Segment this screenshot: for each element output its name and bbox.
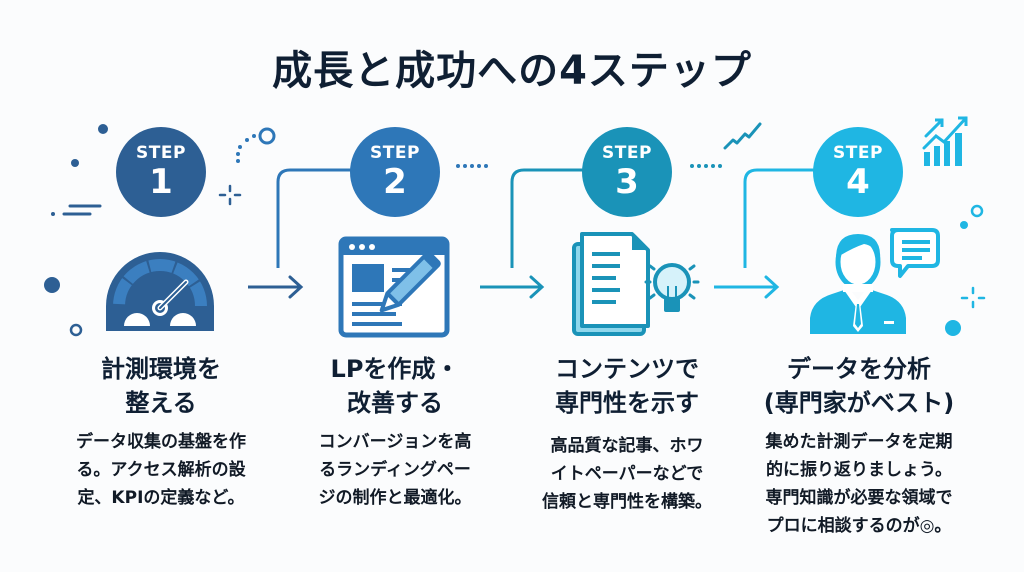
arrow-head-icon — [764, 275, 780, 299]
desc-line: 高品質な記事、ホワ — [550, 436, 704, 456]
step-badge-4: STEP 4 — [813, 127, 903, 217]
desc-line: 的に振り返りましょう。 — [766, 460, 952, 480]
decor-dot — [44, 277, 60, 293]
desc-line: 集めた計測データを定期 — [765, 432, 953, 452]
decor-dot — [960, 221, 968, 229]
document-lightbulb-icon — [572, 232, 700, 336]
desc-line: 専門知識が必要な領域で — [765, 488, 953, 508]
step-label: STEP — [833, 143, 883, 163]
arrow-head-icon — [529, 275, 545, 299]
step-number: 2 — [383, 162, 407, 202]
connector-line — [276, 168, 360, 268]
desc-line: イトペーパーなどで — [550, 464, 704, 484]
step-title-line: 専門性を示す — [555, 389, 699, 417]
step-title-line: LPを作成・ — [330, 355, 460, 383]
desc-line: ジの制作と最適化。 — [318, 488, 472, 508]
dotted-line — [456, 164, 488, 168]
step-description-1: データ収集の基盤を作 る。アクセス解析の設 定、KPIの定義など。 — [46, 428, 276, 512]
step-label: STEP — [136, 143, 186, 163]
step-title-2: LPを作成・ 改善する — [280, 352, 510, 420]
desc-line: るランディングペー — [319, 460, 471, 480]
step-title-line: 計測環境を — [101, 355, 221, 383]
desc-line: る。アクセス解析の設 — [76, 460, 246, 480]
desc-line: 信頼と専門性を構築。 — [542, 492, 712, 512]
step-title-line: 整える — [125, 389, 197, 417]
step-description-3: 高品質な記事、ホワ イトペーパーなどで 信頼と専門性を構築。 — [512, 432, 742, 516]
consultant-chat-icon — [810, 228, 940, 334]
connector-line — [510, 168, 592, 268]
step-title-1: 計測環境を 整える — [46, 352, 276, 420]
sparkle-icon — [218, 184, 242, 206]
step-label: STEP — [602, 143, 652, 163]
growth-chart-icon — [922, 116, 968, 166]
decor-ring — [970, 204, 984, 218]
desc-line: プロに相談するのが◎。 — [766, 516, 952, 536]
decor-dot — [51, 212, 55, 216]
arrow-head-icon — [288, 275, 304, 299]
connector-line — [743, 168, 822, 268]
decor-dot — [71, 159, 79, 167]
dotted-line — [690, 164, 722, 168]
step-title-4: データを分析 (専門家がベスト) — [744, 352, 974, 420]
sparkle-icon — [960, 286, 986, 309]
step-label: STEP — [370, 143, 420, 163]
decor-ring — [69, 323, 83, 337]
step-title-line: データを分析 — [787, 355, 931, 383]
decor-ring — [258, 127, 276, 145]
dotted-orbit — [236, 134, 256, 163]
step-badge-2: STEP 2 — [350, 127, 440, 217]
step-number: 3 — [615, 162, 639, 202]
step-title-line: 改善する — [347, 389, 443, 417]
step-title-line: (専門家がベスト) — [763, 389, 955, 417]
desc-line: 定、KPIの定義など。 — [77, 488, 245, 508]
web-page-edit-icon — [338, 236, 450, 338]
step-number: 4 — [846, 162, 870, 202]
step-title-line: コンテンツで — [555, 355, 699, 383]
step-description-2: コンバージョンを高 るランディングペー ジの制作と最適化。 — [280, 428, 510, 512]
decor-dot — [98, 124, 108, 134]
page-title: 成長と成功への4ステップ — [272, 48, 752, 94]
step-badge-1: STEP 1 — [116, 127, 206, 217]
trend-line-icon — [723, 122, 762, 150]
speedometer-icon — [106, 252, 214, 331]
step-badge-3: STEP 3 — [582, 127, 672, 217]
step-number: 1 — [149, 162, 173, 202]
desc-line: コンバージョンを高 — [318, 432, 472, 452]
step-title-3: コンテンツで 専門性を示す — [512, 352, 742, 420]
desc-line: データ収集の基盤を作 — [76, 432, 246, 452]
step-description-4: 集めた計測データを定期 的に振り返りましょう。 専門知識が必要な領域で プロに相… — [744, 428, 974, 540]
decor-dot — [945, 320, 961, 336]
